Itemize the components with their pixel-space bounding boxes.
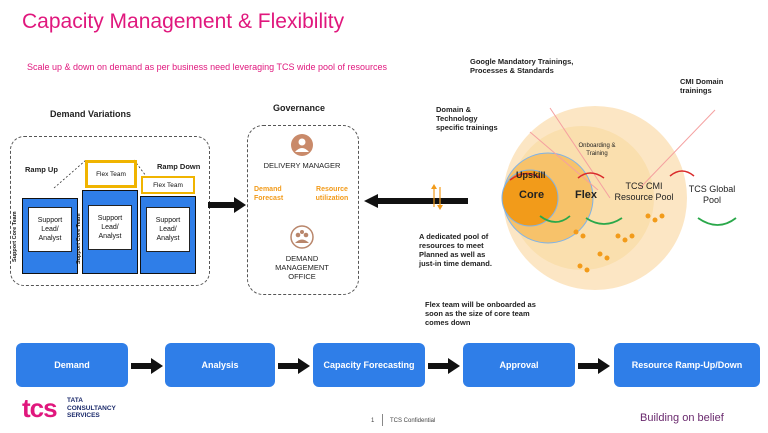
tcs-global-pool-label: TCS Global Pool [688, 184, 736, 205]
support-core-team-label-2: Support Core Team [76, 213, 82, 264]
logo-line-1: TATA [67, 397, 83, 404]
tcs-logo-mark: tcs [22, 393, 58, 423]
flow-step-approval: Approval [463, 343, 575, 387]
flow-step-demand: Demand [16, 343, 128, 387]
delivery-manager-icon [291, 134, 313, 156]
support-lead-card-1: Support Lead/ Analyst [28, 207, 72, 252]
cmi-domain-trainings-label: CMI Domain trainings [680, 77, 724, 95]
page-number: 1 [371, 418, 375, 424]
demand-office-icon [290, 225, 314, 249]
dedicated-pool-note: A dedicated pool of resources to meet Pl… [419, 232, 492, 268]
flow-arrow-icon-1 [131, 358, 163, 374]
demand-variations-heading: Demand Variations [50, 109, 132, 119]
flow-arrow-icon-4 [578, 358, 610, 374]
page-title: Capacity Management & Flexibility [22, 10, 345, 33]
domain-technology-trainings-label: Domain & Technology specific trainings [436, 105, 498, 132]
flex-team-card-3: Flex Team [141, 176, 195, 194]
flex-label: Flex [575, 189, 598, 201]
confidential-label: TCS Confidential [390, 418, 436, 424]
governance-heading: Governance [273, 103, 326, 113]
tcs-cmi-resource-pool-label: TCS CMI Resource Pool [614, 181, 674, 202]
onboarding-training-label: Onboarding & Training [578, 143, 616, 157]
flow-step-capacity-forecasting: Capacity Forecasting [313, 343, 425, 387]
upskill-label: Upskill [516, 170, 546, 180]
demand-management-office-label: DEMAND MANAGEMENT OFFICE [275, 254, 329, 281]
arrow-to-governance-icon [208, 197, 246, 213]
flex-team-card-2: Flex Team [85, 160, 137, 188]
support-lead-card-2: Support Lead/ Analyst [88, 205, 132, 250]
logo-line-3: SERVICES [67, 412, 100, 419]
page-subtitle: Scale up & down on demand as per busines… [27, 62, 388, 72]
google-trainings-label: Google Mandatory Trainings, Processes & … [470, 57, 574, 75]
ramp-down-label: Ramp Down [157, 162, 201, 171]
arrow-from-pool-icon [364, 194, 468, 208]
flex-team-onboard-note: Flex team will be onboarded as soon as t… [425, 300, 536, 327]
footer-divider [382, 414, 383, 426]
support-core-team-label-1: Support Core Team [12, 211, 18, 262]
flow-step-analysis: Analysis [165, 343, 275, 387]
flow-arrow-icon-2 [278, 358, 310, 374]
resource-utilization-label: Resource utilization [315, 186, 349, 202]
core-label: Core [519, 189, 545, 201]
logo-line-2: CONSULTANCY [67, 404, 116, 412]
flow-arrow-icon-3 [428, 358, 460, 374]
support-lead-card-3: Support Lead/ Analyst [146, 207, 190, 252]
tagline: Building on belief [640, 412, 724, 424]
flow-step-resource-ramp: Resource Ramp-Up/Down [614, 343, 760, 387]
ramp-guide-lines [53, 159, 147, 189]
resource-pool-diagram [501, 106, 737, 290]
up-down-arrows-icon [431, 184, 443, 210]
demand-forecast-label: Demand Forecast [254, 186, 284, 202]
delivery-manager-label: DELIVERY MANAGER [263, 161, 341, 170]
tcs-logo-text: TATA CONSULTANCY SERVICES [67, 397, 116, 420]
ramp-up-label: Ramp Up [25, 165, 58, 174]
